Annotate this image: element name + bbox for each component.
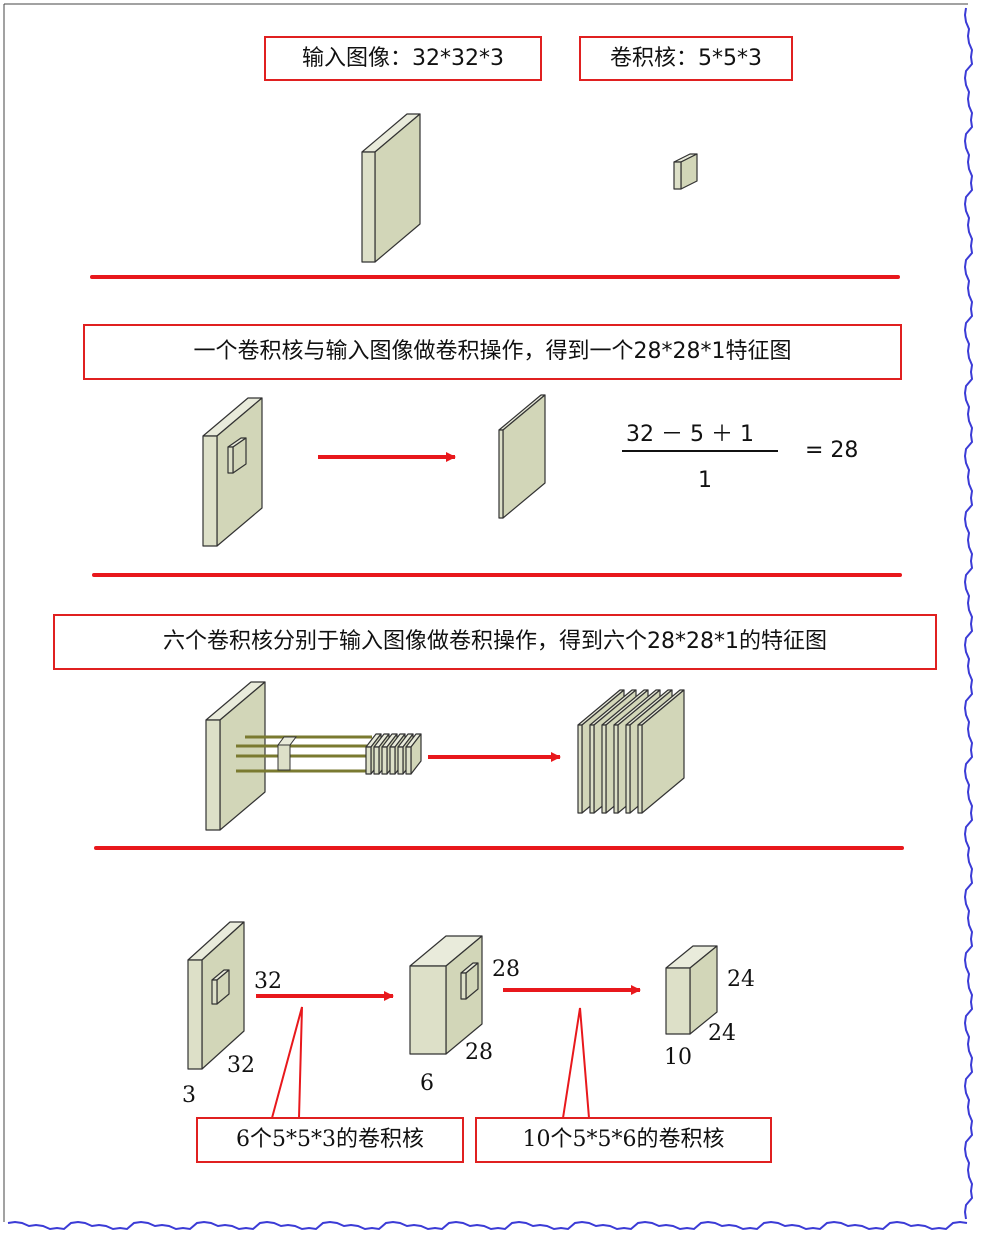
block-front-face [365,746,372,775]
kernel-projection-lines [236,735,372,773]
block-front-face [460,972,467,1000]
feature-map-block [498,394,546,519]
block-front-face [397,746,404,775]
section3-title-box: 六个卷积核分别于输入图像做卷积操作，得到六个28*28*1的特征图 [53,614,937,670]
six-feature-maps-stack [577,689,685,814]
block-front-face [613,724,619,814]
formula-denominator: 1 [698,468,712,493]
frame-bottom-edge [7,1220,968,1231]
block-front-face [361,151,376,263]
input-height-label: 32 [227,1053,255,1078]
block-front-face [589,724,595,814]
block-front-face [409,965,447,1055]
block-front-face [205,719,221,831]
formula-numerator: 32 － 5 ＋ 1 [626,422,754,447]
block-front-face [381,746,388,775]
mid-width-label: 28 [492,957,520,982]
block-front-face [577,724,583,814]
conv-kernel-window [227,437,247,474]
kernel-slab [405,733,422,775]
page-frame [3,3,974,1231]
layer-mid-window [460,962,479,1000]
input-depth-label: 3 [182,1083,196,1108]
mid-height-label: 28 [465,1040,493,1065]
mid-depth-label: 6 [420,1071,434,1096]
block-front-face [637,724,643,814]
input-image-block [361,113,421,263]
kernels2-label-box: 10个5*5*6的卷积核 [475,1117,772,1163]
input-image-label-text: 输入图像：32*32*3 [302,45,504,71]
conv-input-block [202,397,263,547]
block-front-face [665,967,691,1035]
section3-title: 六个卷积核分别于输入图像做卷积操作，得到六个28*28*1的特征图 [163,629,827,654]
block-front-face [373,746,380,775]
block-front-face [405,746,412,775]
block-front-face [211,979,218,1005]
kernel-label-text: 卷积核：5*5*3 [610,45,762,71]
block-front-face [601,724,607,814]
layer-input-window [211,969,230,1005]
block-front-face [389,746,396,775]
block-front-face [625,724,631,814]
section2-title: 一个卷积核与输入图像做卷积操作，得到一个28*28*1特征图 [193,339,792,364]
formula-result: = 28 [805,438,859,463]
kernel-block [673,153,698,190]
callout-pointer-2 [562,1007,590,1119]
block-front-face [673,161,682,190]
kernels1-label: 6个5*5*3的卷积核 [236,1127,424,1152]
block-front-face [227,446,234,474]
kernels1-label-box: 6个5*5*3的卷积核 [196,1117,464,1163]
kernel-label: 卷积核：5*5*3 [579,36,793,81]
out-width-label: 24 [727,967,755,992]
input-width-label: 32 [254,969,282,994]
six-kernels-stack [365,733,422,775]
input-image-label: 输入图像：32*32*3 [264,36,542,81]
kernel-window-front [277,744,291,771]
block-front-face [498,429,504,519]
callout-pointer-1 [271,1006,303,1119]
layer-output-block [665,945,718,1035]
feature-map-slab [637,689,685,814]
block-front-face [187,959,203,1070]
frame-right-edge [963,7,974,1220]
kernels2-label: 10个5*5*6的卷积核 [522,1127,725,1152]
out-depth-label: 10 [664,1045,692,1070]
block-side-face [502,394,546,519]
out-height-label: 24 [708,1021,736,1046]
block-front-face [202,435,218,547]
section2-title-box: 一个卷积核与输入图像做卷积操作，得到一个28*28*1特征图 [83,324,902,380]
